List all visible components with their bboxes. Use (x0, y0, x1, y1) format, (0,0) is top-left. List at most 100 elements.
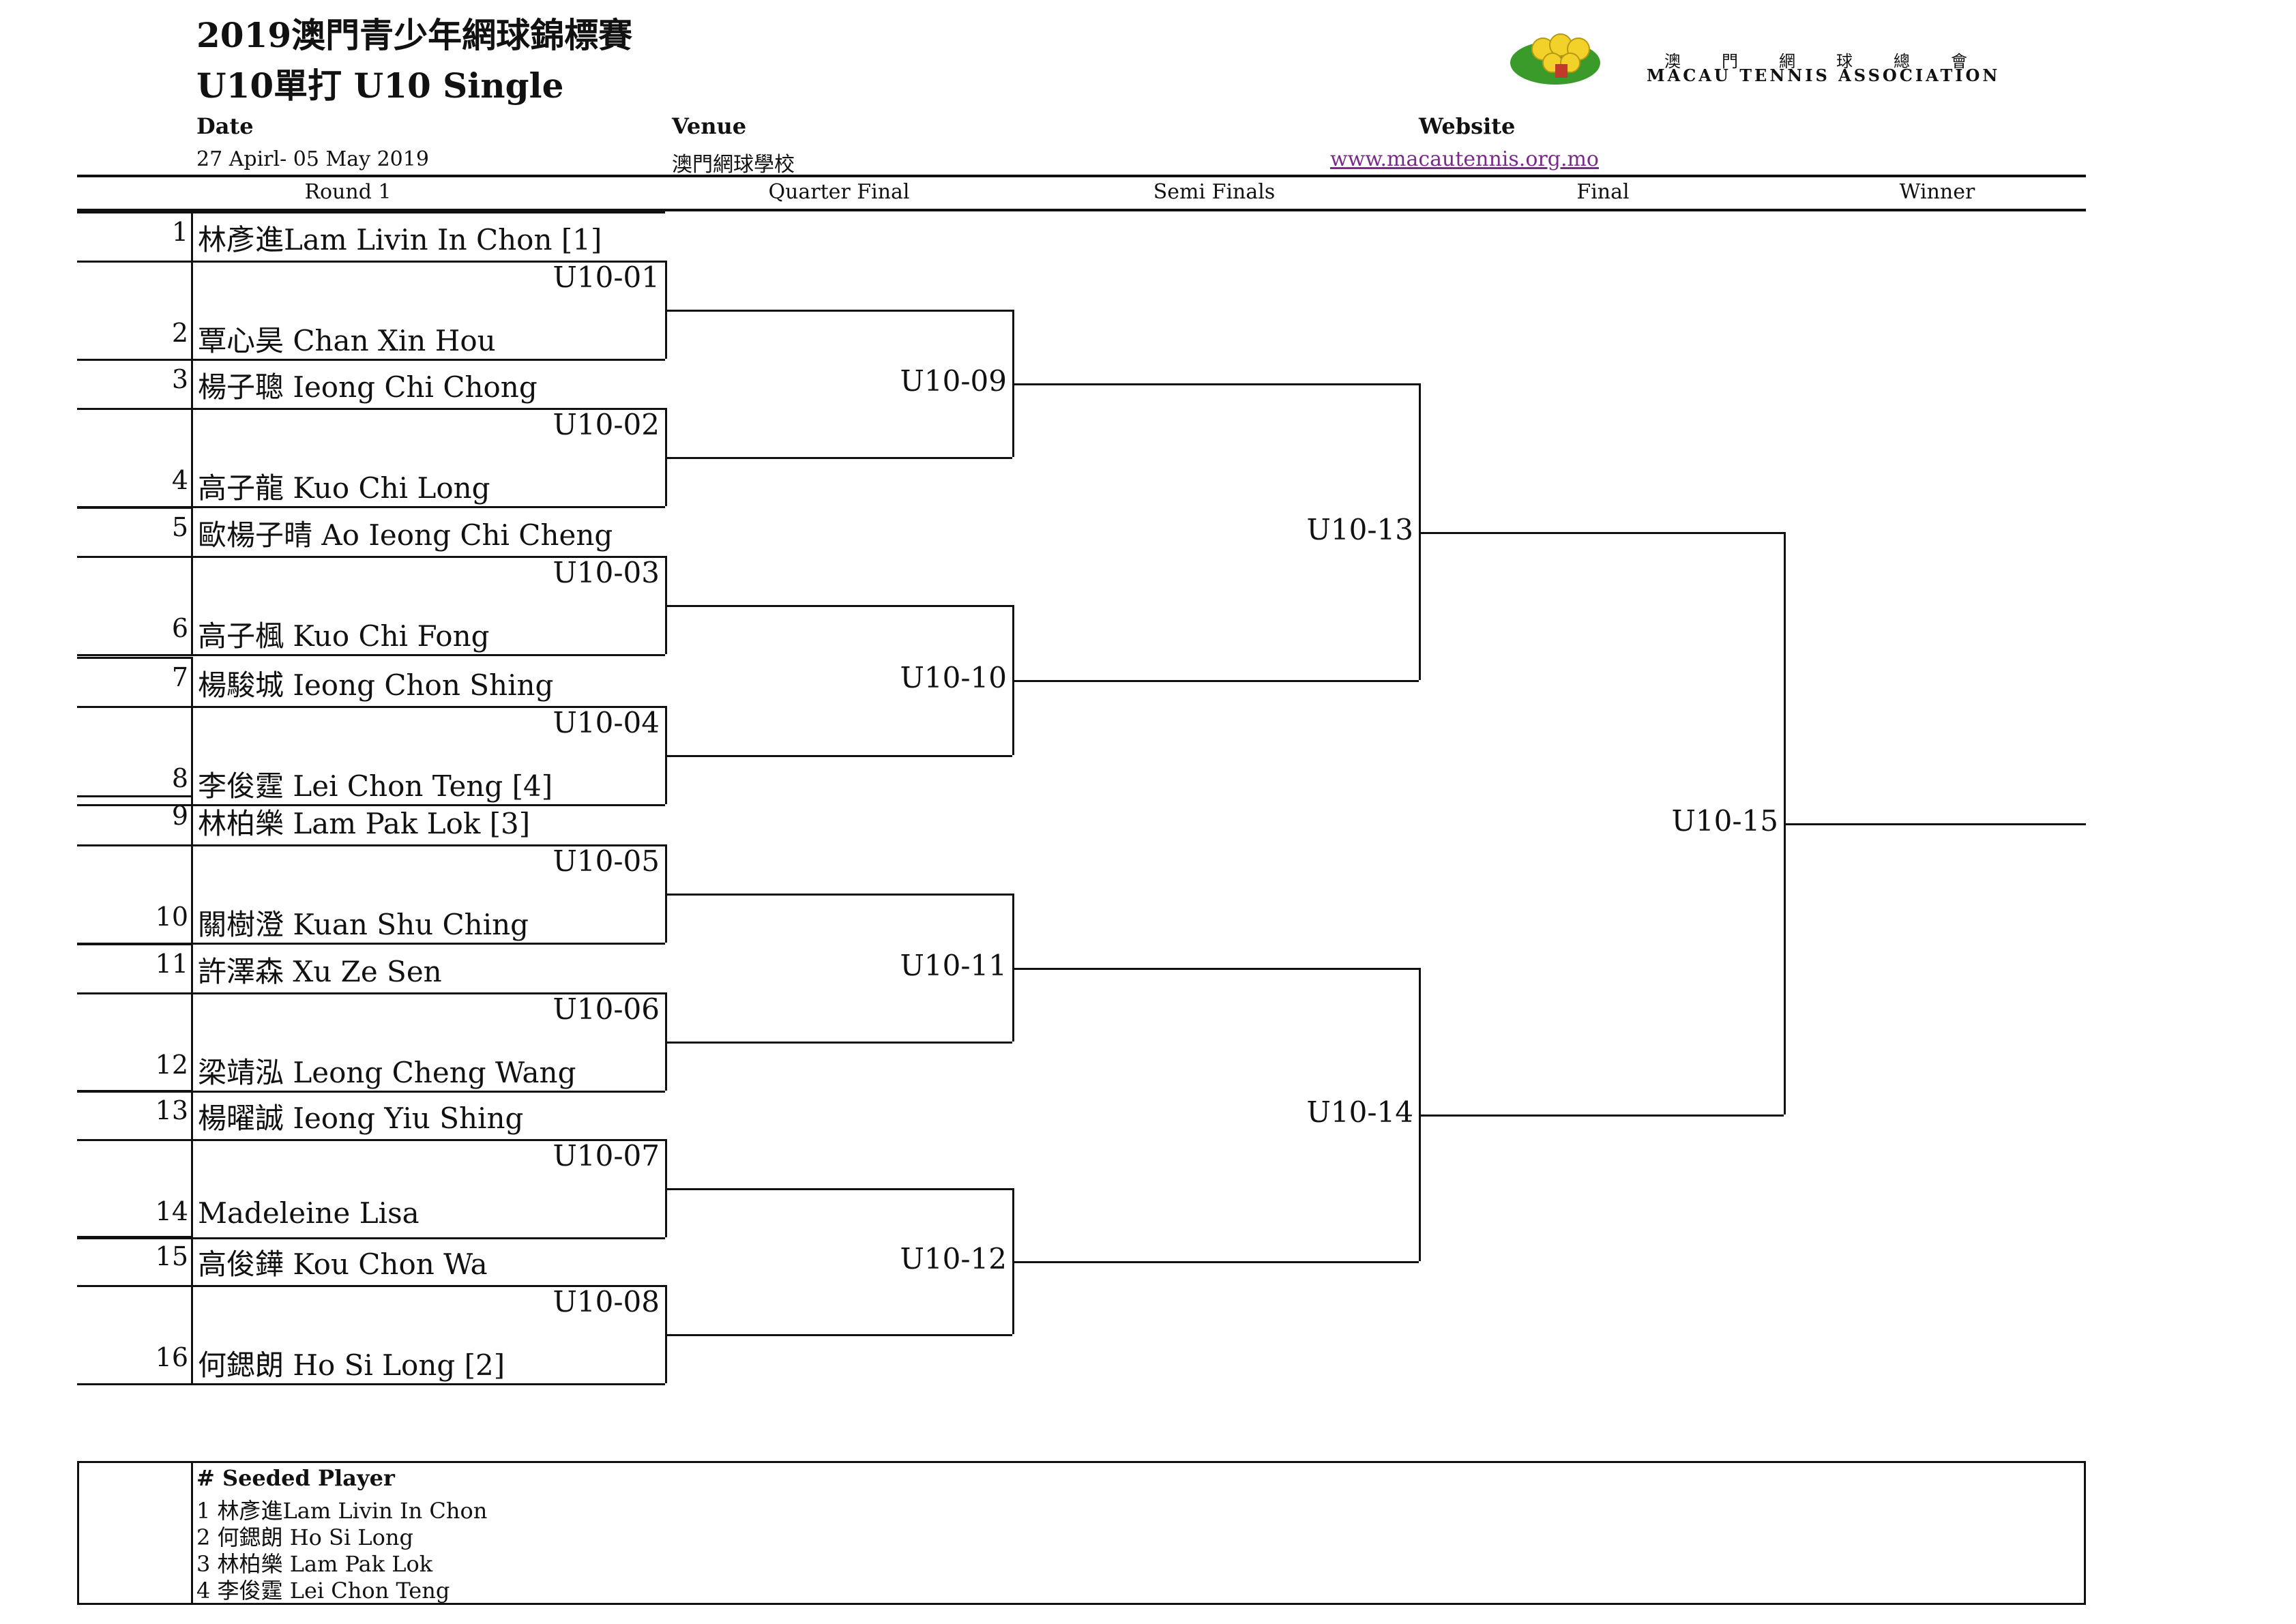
date-value: 27 Apirl- 05 May 2019 (196, 147, 429, 171)
bracket-line (665, 457, 1012, 459)
website-link[interactable]: www.macautennis.org.mo (1330, 147, 1599, 171)
bracket-line (1012, 383, 1419, 385)
event-title: U10單打 U10 Single (196, 65, 564, 106)
seeded-box-divider (191, 1461, 193, 1605)
bracket-line (191, 943, 193, 1091)
bracket-line (77, 943, 665, 945)
bracket-line (665, 894, 1012, 896)
bracket-line (77, 261, 665, 263)
player-name: 林彥進Lam Livin In Chon [1] (198, 223, 602, 256)
bracket-line (665, 1334, 1012, 1336)
round-header-1: Round 1 (304, 180, 392, 204)
bracket-line (77, 1285, 665, 1287)
bracket-line (191, 507, 193, 654)
bracket-line (665, 1188, 1012, 1190)
player-name: 高子龍 Kuo Chi Long (198, 471, 490, 505)
player-name: 歐楊子晴 Ao Ieong Chi Cheng (198, 518, 613, 552)
bracket-line (665, 605, 1012, 607)
bracket-line (191, 211, 193, 359)
bracket-line (77, 506, 665, 508)
player-name: 梁靖泓 Leong Cheng Wang (198, 1056, 576, 1089)
bracket-line (191, 1236, 193, 1383)
bracket-line (77, 211, 665, 213)
bracket-line (77, 359, 665, 361)
player-name: 覃心昊 Chan Xin Hou (198, 324, 496, 357)
round-header-final: Final (1576, 180, 1630, 204)
bracket-line (665, 1042, 1012, 1044)
bracket-line (77, 507, 191, 509)
player-number: 5 (171, 512, 188, 542)
player-number: 16 (155, 1342, 188, 1372)
bracket-line (77, 1383, 665, 1385)
round-header-qf: Quarter Final (768, 180, 910, 204)
date-label: Date (196, 113, 254, 139)
player-number: 8 (171, 763, 188, 793)
seeded-player-box (77, 1461, 2086, 1605)
bracket-line (77, 1237, 665, 1239)
bracket-line (77, 943, 191, 945)
player-name: 林柏樂 Lam Pak Lok [3] (198, 807, 531, 840)
bracket-line (191, 795, 193, 943)
bracket-line (77, 1090, 191, 1092)
player-name: 何鍶朗 Ho Si Long [2] (198, 1348, 505, 1382)
player-name: 楊曜誠 Ieong Yiu Shing (198, 1102, 524, 1135)
header-rule-bottom (77, 209, 2086, 211)
seeded-line: 4 李俊霆 Lei Chon Teng (196, 1578, 450, 1604)
header-rule-top (77, 175, 2086, 177)
round-header-winner: Winner (1899, 180, 1975, 204)
match-label: U10-15 (1671, 803, 1778, 838)
bracket-line (77, 1236, 191, 1238)
player-number: 7 (171, 662, 188, 692)
bracket-line (1419, 1114, 1784, 1117)
player-number: 11 (155, 949, 188, 979)
association-name-zh: 澳門網球總會 (1664, 52, 2008, 71)
player-name: 關樹澄 Kuan Shu Ching (198, 908, 529, 941)
bracket-line (191, 359, 193, 506)
match-label: U10-09 (900, 364, 1007, 398)
player-number: 12 (155, 1050, 188, 1080)
match-label: U10-05 (553, 844, 660, 878)
round-header-sf: Semi Finals (1153, 180, 1276, 204)
player-number: 6 (171, 613, 188, 643)
match-label: U10-03 (553, 556, 660, 589)
match-label: U10-10 (900, 661, 1007, 694)
bracket-line (1784, 823, 2086, 825)
venue-value: 澳門網球學校 (672, 153, 795, 177)
seeded-title: # Seeded Player (196, 1465, 395, 1491)
venue-label: Venue (672, 113, 747, 139)
player-number: 1 (171, 217, 188, 247)
bracket-line (77, 1139, 665, 1141)
player-number: 3 (171, 364, 188, 394)
bracket-line (77, 359, 191, 361)
player-name: 楊子聰 Ieong Chi Chong (198, 370, 538, 404)
bracket-line (77, 844, 665, 846)
bracket-line (191, 657, 193, 804)
association-name-en: MACAU TENNIS ASSOCIATION (1647, 65, 2001, 85)
bracket-line (77, 804, 665, 806)
bracket-line (77, 654, 665, 656)
player-name: 楊駿城 Ieong Chon Shing (198, 668, 554, 702)
tournament-title: 2019澳門青少年網球錦標賽 (196, 15, 633, 55)
player-number: 15 (155, 1241, 188, 1271)
match-label: U10-08 (553, 1285, 660, 1318)
match-label: U10-02 (553, 408, 660, 441)
seeded-line: 3 林柏樂 Lam Pak Lok (196, 1551, 433, 1577)
player-number: 2 (171, 318, 188, 348)
bracket-line (191, 1090, 193, 1237)
bracket-line (77, 556, 665, 558)
player-name: 高子楓 Kuo Chi Fong (198, 619, 490, 653)
bracket-line (1012, 680, 1419, 682)
player-name: 李俊霆 Lei Chon Teng [4] (198, 769, 553, 803)
player-number: 14 (155, 1196, 188, 1226)
player-name: 高俊鏵 Kou Chon Wa (198, 1247, 488, 1281)
match-label: U10-07 (553, 1139, 660, 1172)
player-name: Madeleine Lisa (198, 1196, 420, 1230)
website-label: Website (1419, 113, 1516, 139)
match-label: U10-12 (900, 1242, 1007, 1275)
bracket-line (1012, 967, 1419, 970)
match-label: U10-06 (553, 992, 660, 1026)
bracket-line (1012, 1261, 1419, 1263)
player-name: 許澤森 Xu Ze Sen (198, 955, 442, 988)
match-label: U10-01 (553, 261, 660, 294)
bracket-line (665, 310, 1012, 312)
